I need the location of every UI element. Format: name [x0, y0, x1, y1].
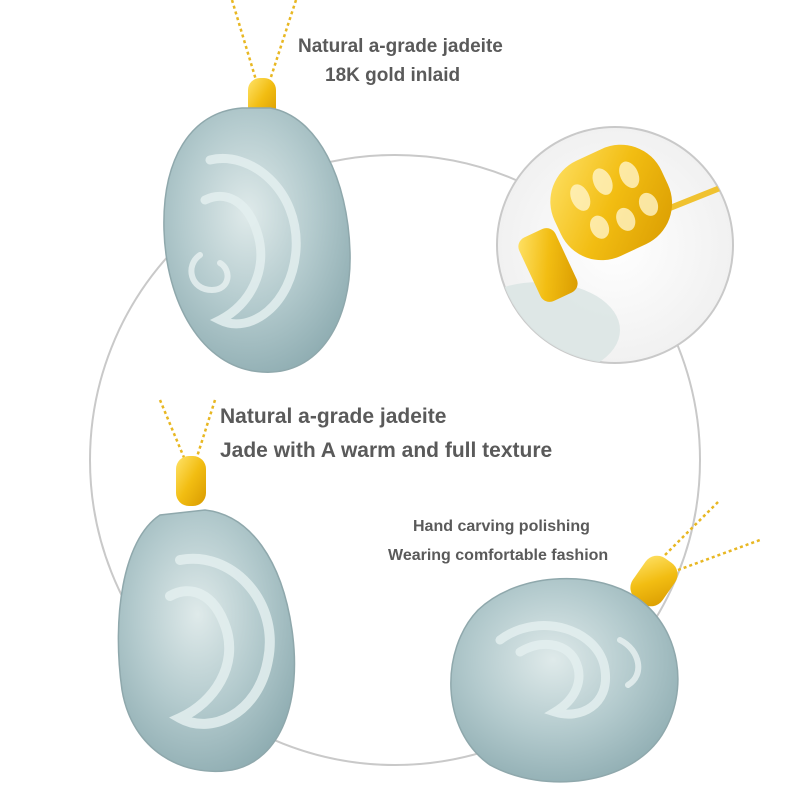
jade-carving-swirl — [165, 553, 275, 729]
caption-bottom: Hand carving polishing Wearing comfortab… — [388, 512, 608, 570]
caption-bottom-line2: Wearing comfortable fashion — [388, 547, 609, 564]
caption-middle-line2: Jade with A warm and full texture — [220, 439, 553, 462]
caption-middle-line1: Natural a-grade jadeite — [220, 405, 447, 428]
caption-middle: Natural a-grade jadeite Jade with A warm… — [220, 400, 552, 468]
jade-carving-curl — [188, 252, 231, 294]
caption-top-line1: Natural a-grade jadeite — [298, 36, 503, 57]
gold-bail-closeup — [550, 144, 673, 261]
jade-carving-swirl — [200, 154, 301, 329]
decorative-ring — [89, 154, 701, 766]
gold-chain — [158, 399, 217, 461]
gold-chain — [664, 499, 761, 572]
caption-top: Natural a-grade jadeite 18K gold inlaid — [298, 32, 503, 90]
gold-chain — [230, 0, 298, 81]
zoom-detail — [496, 126, 734, 364]
gold-bail — [176, 456, 206, 506]
pendant-top-left — [163, 0, 351, 373]
jade-carving-swirl — [495, 621, 610, 719]
pendant-bottom-right — [450, 499, 761, 783]
caption-bottom-line1: Hand carving polishing — [413, 518, 590, 535]
jade-carving-curl — [617, 637, 642, 688]
gold-bail — [630, 555, 678, 607]
caption-top-line2: 18K gold inlaid — [325, 65, 461, 86]
jade-pendant — [450, 577, 679, 783]
pendant-bottom-left — [117, 399, 296, 772]
